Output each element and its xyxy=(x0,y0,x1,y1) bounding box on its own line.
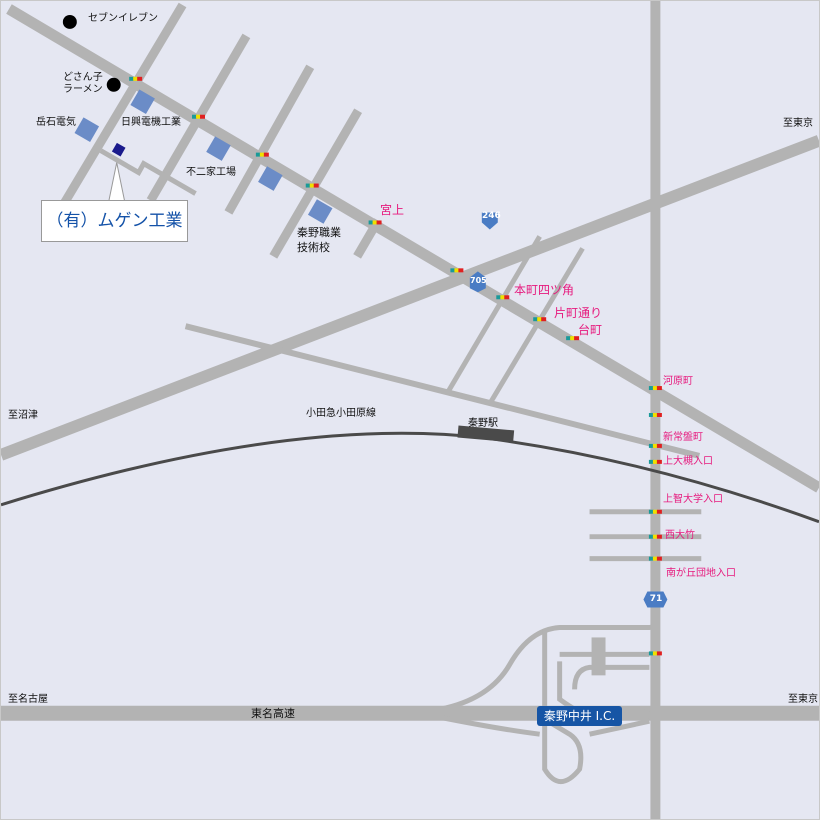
interchange-sign: 秦野中井 I.C. xyxy=(537,706,622,726)
railway-label: 小田急小田原線 xyxy=(306,408,376,419)
traffic-light-icon xyxy=(450,268,464,273)
traffic-light-icon xyxy=(648,534,662,539)
direction-tokyo-top: 至東京 xyxy=(783,118,813,129)
callout-pointer xyxy=(108,162,126,203)
traffic-light-icon xyxy=(648,556,662,561)
direction-tokyo-bottom: 至東京 xyxy=(788,694,818,705)
traffic-light-icon xyxy=(648,412,662,417)
nikko-label: 日興電機工業 xyxy=(121,117,181,128)
traffic-light-icon xyxy=(496,295,510,300)
traffic-light-icon xyxy=(566,336,580,341)
route-705-shield: 705 xyxy=(470,276,487,285)
direction-nagoya: 至名古屋 xyxy=(8,694,48,705)
route-71-shield: 71 xyxy=(649,594,663,604)
direction-numazu: 至沼津 xyxy=(8,410,38,421)
intersection-label: 上智大学入口 xyxy=(663,494,723,505)
intersection-label: 西大竹 xyxy=(665,530,695,541)
ramen-label-1: どさん子 xyxy=(63,72,103,83)
seven-eleven-marker xyxy=(62,14,77,29)
ramen-label-2: ラーメン xyxy=(63,84,103,95)
hadano-station-platform xyxy=(457,425,515,443)
intersection-label: 河原町 xyxy=(663,376,693,387)
traffic-light-icon xyxy=(129,76,143,81)
odakyu-railway xyxy=(1,431,819,524)
company-marker xyxy=(111,142,126,157)
interchange-ramps xyxy=(439,619,658,785)
street xyxy=(445,235,542,394)
gakuseki-label: 岳石電気 xyxy=(36,117,76,128)
road-lower-diagonal xyxy=(184,323,701,459)
station-label: 秦野駅 xyxy=(468,418,498,429)
intersection-label: 新常盤町 xyxy=(663,432,703,443)
intersection-label: 片町通り xyxy=(554,306,603,320)
traffic-light-icon xyxy=(533,317,547,322)
traffic-light-icon xyxy=(255,152,269,157)
street xyxy=(58,2,187,208)
buildings xyxy=(74,89,333,224)
street xyxy=(353,218,382,259)
fujiya-label: 不二家工場 xyxy=(186,167,236,178)
intersection-label: 上大槻入口 xyxy=(663,456,713,467)
street xyxy=(488,247,585,404)
intersection-label: 本町四ツ角 xyxy=(514,283,575,297)
traffic-lights xyxy=(129,76,662,656)
street xyxy=(224,64,315,215)
road-main-705 xyxy=(6,4,819,493)
toll-gate xyxy=(591,637,606,676)
road-246 xyxy=(1,135,819,461)
traffic-light-icon xyxy=(648,509,662,514)
school-label-2: 技術校 xyxy=(297,241,330,254)
traffic-light-icon xyxy=(648,651,662,656)
traffic-light-icon xyxy=(192,114,206,119)
expressway-label: 東名高速 xyxy=(251,707,295,720)
traffic-light-icon xyxy=(368,220,382,225)
intersection-label: 台町 xyxy=(578,323,603,337)
intersection-label: 宮上 xyxy=(380,203,405,217)
traffic-light-icon xyxy=(305,183,319,188)
intersection-label: 南が丘団地入口 xyxy=(666,568,736,579)
school-label-1: 秦野職業 xyxy=(297,226,341,239)
route-shields xyxy=(469,212,668,608)
company-callout: （有）ムゲン工業 xyxy=(41,200,188,242)
traffic-light-icon xyxy=(648,443,662,448)
route-246-shield: 246 xyxy=(482,211,501,221)
street xyxy=(99,148,197,196)
seven-eleven-label: セブンイレブン xyxy=(88,13,158,24)
ramen-marker xyxy=(106,77,121,92)
traffic-light-icon xyxy=(648,386,662,391)
traffic-light-icon xyxy=(648,459,662,464)
